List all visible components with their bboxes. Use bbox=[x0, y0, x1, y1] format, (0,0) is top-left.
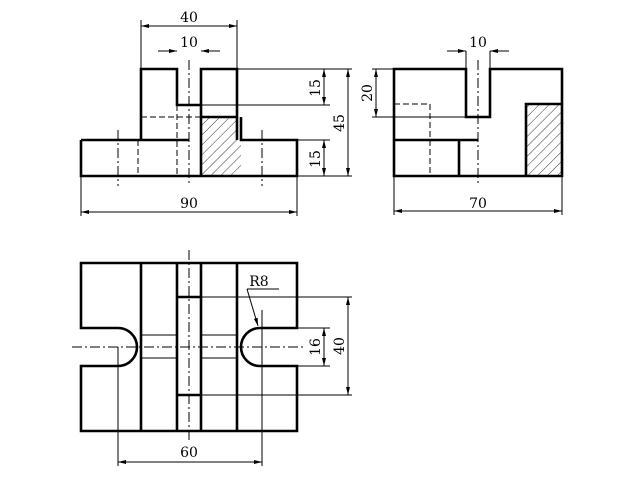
dim-70: 70 bbox=[469, 196, 487, 212]
dim-15-top: 15 bbox=[308, 79, 324, 97]
side-view: 10 20 70 bbox=[360, 35, 564, 215]
dim-10: 10 bbox=[469, 35, 487, 51]
dim-16: 16 bbox=[308, 338, 324, 356]
dim-r8: R8 bbox=[249, 274, 268, 290]
dim-40: 40 bbox=[332, 337, 348, 355]
center-lines bbox=[72, 250, 305, 440]
dim-90: 90 bbox=[180, 196, 198, 212]
thin-lines bbox=[141, 334, 237, 359]
radius-leader bbox=[246, 288, 259, 327]
hidden-lines bbox=[394, 103, 431, 176]
dim-15-base: 15 bbox=[308, 150, 324, 168]
dim-45: 45 bbox=[332, 114, 348, 132]
front-view: 40 10 90 15 15 45 bbox=[79, 10, 352, 216]
extension-lines bbox=[117, 288, 352, 466]
section-hatch bbox=[526, 104, 562, 176]
hidden-lines bbox=[137, 105, 201, 176]
top-view: R8 16 40 60 bbox=[72, 250, 352, 466]
dim-10: 10 bbox=[180, 35, 198, 51]
dim-40: 40 bbox=[180, 10, 198, 26]
section-hatch bbox=[201, 117, 241, 176]
dim-20: 20 bbox=[360, 84, 376, 102]
center-lines bbox=[117, 60, 263, 186]
extension-lines bbox=[372, 51, 563, 215]
dim-60: 60 bbox=[180, 445, 198, 461]
